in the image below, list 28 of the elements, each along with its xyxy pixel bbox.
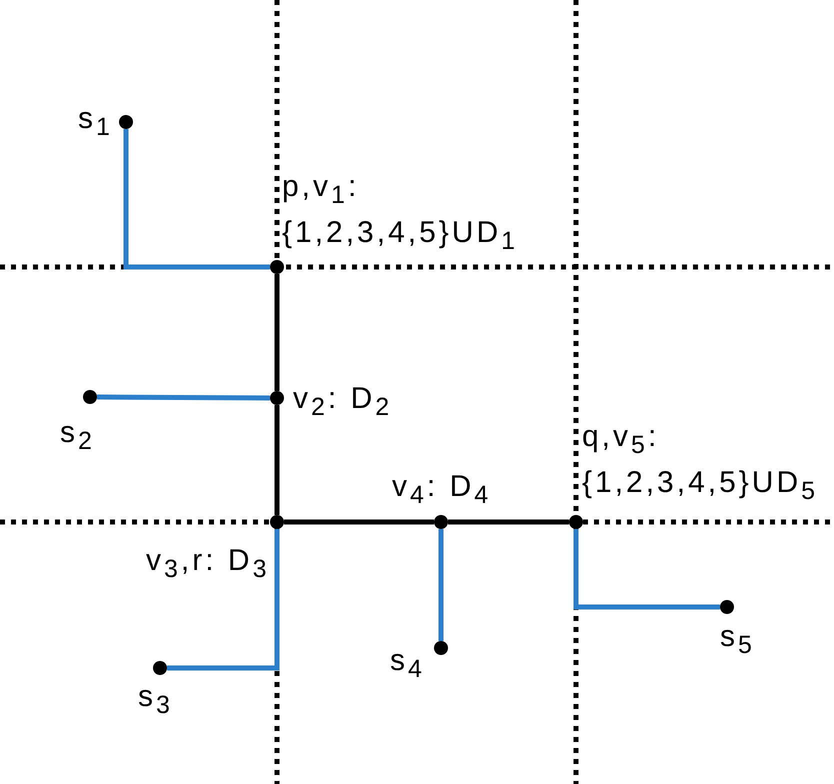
- point-label: s$_{2}$: [60, 415, 95, 457]
- point-label: s$_{5}$: [720, 619, 755, 661]
- point-dot: [119, 115, 133, 129]
- point-label: s$_{3}$: [138, 679, 173, 721]
- tree-edge: [448, 520, 569, 524]
- point-label: q,v$_{5}$: {1,2,3,4,5}UD$_{5}$: [582, 419, 820, 507]
- point-label: v$_{2}$: D$_{2}$: [293, 381, 392, 423]
- point-dot: [270, 515, 284, 529]
- point-label: s$_{1}$: [78, 101, 113, 143]
- tree-edge: [274, 405, 280, 515]
- point-label: s$_{4}$: [390, 643, 425, 685]
- point-dot: [83, 390, 97, 404]
- point-dot: [720, 600, 734, 614]
- point-label: p,v$_{1}$: {1,2,3,4,5}UD$_{1}$: [282, 169, 520, 257]
- point-dot: [569, 515, 583, 529]
- tree-edge: [124, 129, 270, 270]
- point-dot: [434, 515, 448, 529]
- point-dot: [270, 391, 284, 405]
- point-label: v$_{3}$,r: D$_{3}$: [146, 543, 270, 585]
- point-dot: [153, 661, 167, 675]
- tree-edge: [167, 529, 280, 670]
- tree-edge: [438, 529, 444, 641]
- tree-edge: [274, 274, 280, 391]
- point-dot: [434, 641, 448, 655]
- point-dot: [270, 260, 284, 274]
- tree-edge: [574, 529, 720, 610]
- tree-edge: [96, 394, 270, 400]
- point-label: v$_{4}$: D$_{4}$: [392, 469, 492, 511]
